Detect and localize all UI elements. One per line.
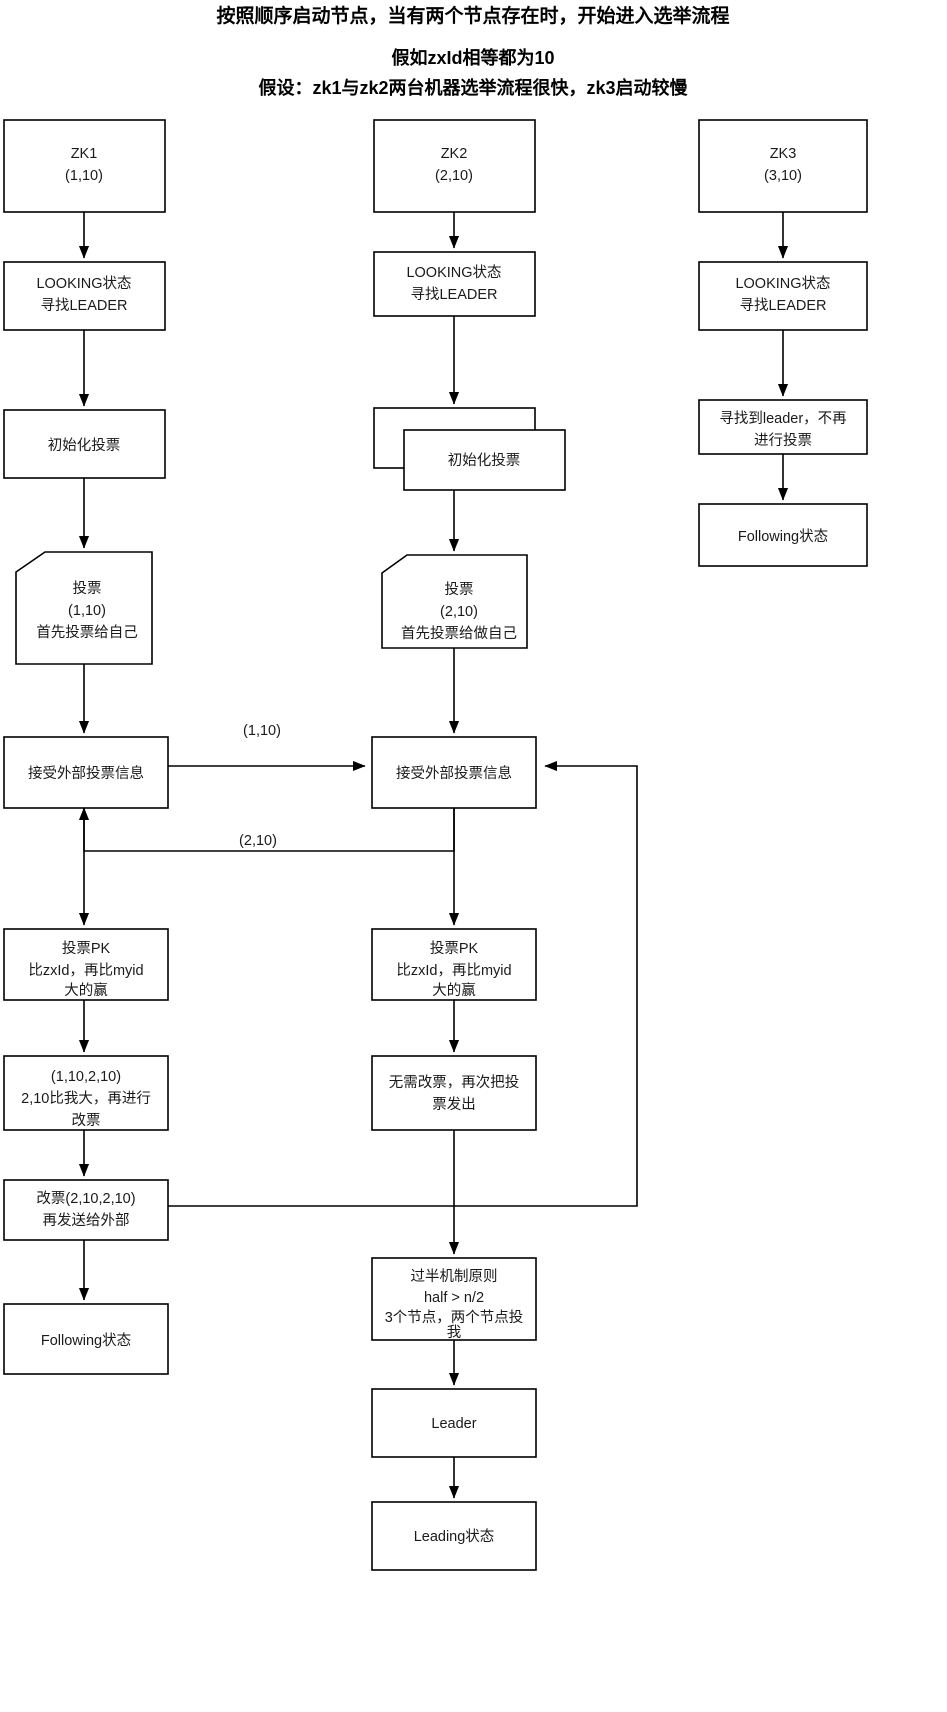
node-zk1-following-label: Following状态 — [41, 1332, 131, 1349]
node-zk1-compare-line1: (1,10,2,10) — [51, 1069, 121, 1085]
node-zk2-pk-line3: 大的赢 — [432, 982, 476, 999]
node-zk1-looking-line2: 寻找LEADER — [40, 297, 127, 314]
node-zk1-change-line1: 改票(2,10,2,10) — [36, 1190, 135, 1207]
node-zk3-title[interactable]: ZK3 (3,10) — [698, 119, 868, 213]
edge-zk2-to-zk1-vote-2-10 — [78, 800, 455, 852]
node-zk1-init-vote[interactable]: 初始化投票 — [3, 409, 166, 479]
node-zk2-pk-line1: 投票PK — [430, 940, 479, 957]
node-zk2-leader[interactable]: Leader — [371, 1388, 537, 1458]
node-zk3-looking-line1: LOOKING状态 — [735, 275, 830, 292]
node-zk1-change[interactable]: 改票(2,10,2,10) 再发送给外部 — [3, 1179, 169, 1241]
node-zk2-looking-line2: 寻找LEADER — [410, 286, 497, 303]
node-zk1-following[interactable]: Following状态 — [3, 1303, 169, 1375]
node-zk1-pk-line3: 大的赢 — [64, 982, 108, 999]
node-zk1-pk-line1: 投票PK — [62, 940, 111, 957]
node-zk2-init-vote-label: 初始化投票 — [448, 452, 521, 469]
node-zk2-looking[interactable]: LOOKING状态 寻找LEADER — [373, 251, 536, 317]
node-zk1-compare-line2: 2,10比我大，再进行 — [21, 1090, 151, 1107]
node-zk3-title-line1: ZK3 — [770, 146, 797, 162]
node-zk1-compare-line3: 改票 — [72, 1112, 101, 1129]
node-zk3-found-leader-line2: 进行投票 — [754, 432, 812, 449]
node-zk1-recv[interactable]: 接受外部投票信息 — [3, 736, 169, 809]
node-zk2-half-rule-line4: 我 — [447, 1324, 462, 1341]
node-zk2-pk-line2: 比zxId，再比myid — [396, 962, 511, 979]
node-zk1-recv-label: 接受外部投票信息 — [28, 765, 144, 782]
node-zk3-following-label: Following状态 — [738, 528, 828, 545]
edge-label-vote-1-10: (1,10) — [243, 723, 281, 739]
node-zk1-vote-line3: 首先投票给自己 — [36, 624, 138, 641]
node-zk2-vote-line3: 首先投票给做自己 — [401, 625, 517, 642]
node-zk1-title-line2: (1,10) — [65, 168, 103, 184]
node-zk2-init-vote-stack[interactable]: 初始化投票 — [373, 407, 566, 491]
node-zk2-half-rule[interactable]: 过半机制原则 half > n/2 3个节点，两个节点投 我 — [371, 1257, 537, 1341]
node-zk2-leader-label: Leader — [431, 1416, 476, 1432]
node-zk1-vote-line1: 投票 — [73, 580, 102, 597]
header-subtitle-line1: 假如zxId相等都为10 — [391, 47, 554, 68]
header-subtitle-line2: 假设：zk1与zk2两台机器选举流程很快，zk3启动较慢 — [258, 77, 688, 98]
node-zk3-found-leader[interactable]: 寻找到leader，不再 进行投票 — [698, 399, 868, 455]
node-zk2-title-line2: (2,10) — [435, 168, 473, 184]
node-zk3-title-line2: (3,10) — [764, 168, 802, 184]
node-zk2-vote-line2: (2,10) — [440, 604, 478, 620]
node-zk1-title[interactable]: ZK1 (1,10) — [3, 119, 166, 213]
node-zk1-init-vote-label: 初始化投票 — [48, 437, 121, 454]
node-zk2-half-rule-line3: 3个节点，两个节点投 — [385, 1309, 524, 1326]
node-zk1-title-line1: ZK1 — [71, 146, 98, 162]
node-zk3-looking-line2: 寻找LEADER — [739, 297, 826, 314]
node-zk1-vote[interactable]: 投票 (1,10) 首先投票给自己 — [15, 551, 153, 665]
node-zk3-found-leader-line1: 寻找到leader，不再 — [719, 410, 846, 427]
node-zk2-recv-label: 接受外部投票信息 — [396, 765, 512, 782]
node-zk2-vote-line1: 投票 — [445, 581, 474, 598]
node-zk2-no-change[interactable]: 无需改票，再次把投 票发出 — [371, 1055, 537, 1131]
node-zk2-leading[interactable]: Leading状态 — [371, 1501, 537, 1571]
node-zk2-leading-label: Leading状态 — [414, 1528, 495, 1545]
node-zk2-recv[interactable]: 接受外部投票信息 — [371, 736, 537, 809]
header-title-line1: 按照顺序启动节点，当有两个节点存在时，开始进入选举流程 — [216, 4, 729, 27]
node-zk2-no-change-line2: 票发出 — [432, 1096, 476, 1113]
node-zk2-no-change-line1: 无需改票，再次把投 — [389, 1074, 520, 1091]
node-zk1-pk-line2: 比zxId，再比myid — [28, 962, 143, 979]
edge-zk1-change-feedback-to-zk2-recv — [168, 760, 638, 1207]
node-zk2-vote[interactable]: 投票 (2,10) 首先投票给做自己 — [381, 554, 528, 649]
node-zk1-change-line2: 再发送给外部 — [43, 1212, 130, 1229]
node-zk2-pk[interactable]: 投票PK 比zxId，再比myid 大的赢 — [371, 928, 537, 1001]
node-zk3-looking[interactable]: LOOKING状态 寻找LEADER — [698, 261, 868, 331]
node-zk2-half-rule-line1: 过半机制原则 — [411, 1268, 498, 1285]
node-zk2-half-rule-line2: half > n/2 — [424, 1290, 484, 1306]
node-zk3-following[interactable]: Following状态 — [698, 503, 868, 567]
node-zk1-vote-line2: (1,10) — [68, 603, 106, 619]
edge-label-vote-2-10: (2,10) — [239, 833, 277, 849]
node-zk1-compare[interactable]: (1,10,2,10) 2,10比我大，再进行 改票 — [3, 1055, 169, 1131]
node-zk2-title[interactable]: ZK2 (2,10) — [373, 119, 536, 213]
node-zk2-looking-line1: LOOKING状态 — [406, 264, 501, 281]
node-zk1-pk[interactable]: 投票PK 比zxId，再比myid 大的赢 — [3, 928, 169, 1001]
node-zk2-title-line1: ZK2 — [441, 146, 468, 162]
node-zk1-looking-line1: LOOKING状态 — [36, 275, 131, 292]
node-zk1-looking[interactable]: LOOKING状态 寻找LEADER — [3, 261, 166, 331]
